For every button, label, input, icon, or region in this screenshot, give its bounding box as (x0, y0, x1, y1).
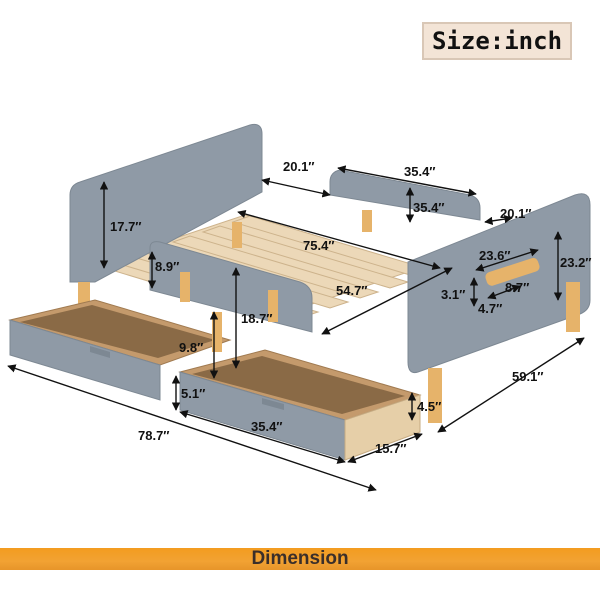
headboard-panel (69, 123, 263, 283)
dim-handle-height: 3.1″ (441, 287, 465, 302)
footboard-leg-right (566, 282, 580, 332)
dim-handle-width: 8.7″ (505, 280, 529, 295)
guard-post-left (180, 272, 190, 302)
dim-handle-depth: 4.7″ (478, 301, 502, 316)
size-unit-label: Size:inch (422, 22, 572, 60)
footboard-leg-left (428, 368, 442, 423)
dim-drawer-length: 35.4″ (251, 419, 283, 434)
dim-side-rail-length: 35.4″ (404, 164, 436, 179)
dim-right-panel-height: 23.2″ (560, 255, 592, 270)
dimension-banner: Dimension (0, 548, 600, 570)
dim-drawer-leg: 4.5″ (417, 399, 441, 414)
dim-overall-width: 59.1″ (512, 369, 544, 384)
dim-side-rail-gap: 20.1″ (500, 206, 532, 221)
dim-drawer-inner-height: 5.1″ (181, 386, 205, 401)
dim-headboard-height: 17.7″ (110, 219, 142, 234)
guard-post-right (268, 290, 278, 322)
dimension-lines (7, 165, 585, 492)
headboard-post (232, 222, 242, 248)
back-rail-post (362, 210, 372, 232)
dim-right-panel-width: 23.6″ (479, 248, 511, 263)
dim-slat-length: 75.4″ (303, 238, 335, 253)
dim-drawer-height-left: 9.8″ (179, 340, 203, 355)
dim-inner-width: 54.7″ (336, 283, 368, 298)
dim-footboard-width: 20.1″ (283, 159, 315, 174)
dim-guard-height: 8.9″ (155, 259, 179, 274)
dimension-banner-label: Dimension (251, 548, 349, 569)
dimension-labels: 20.1″ 35.4″ 35.4″ 20.1″ 17.7″ 75.4″ 8.9″… (110, 159, 592, 456)
dim-side-rail-height: 35.4″ (413, 200, 445, 215)
dim-leg-height: 18.7″ (241, 311, 273, 326)
dim-drawer-depth: 15.7″ (375, 441, 407, 456)
dim-overall-length: 78.7″ (138, 428, 170, 443)
